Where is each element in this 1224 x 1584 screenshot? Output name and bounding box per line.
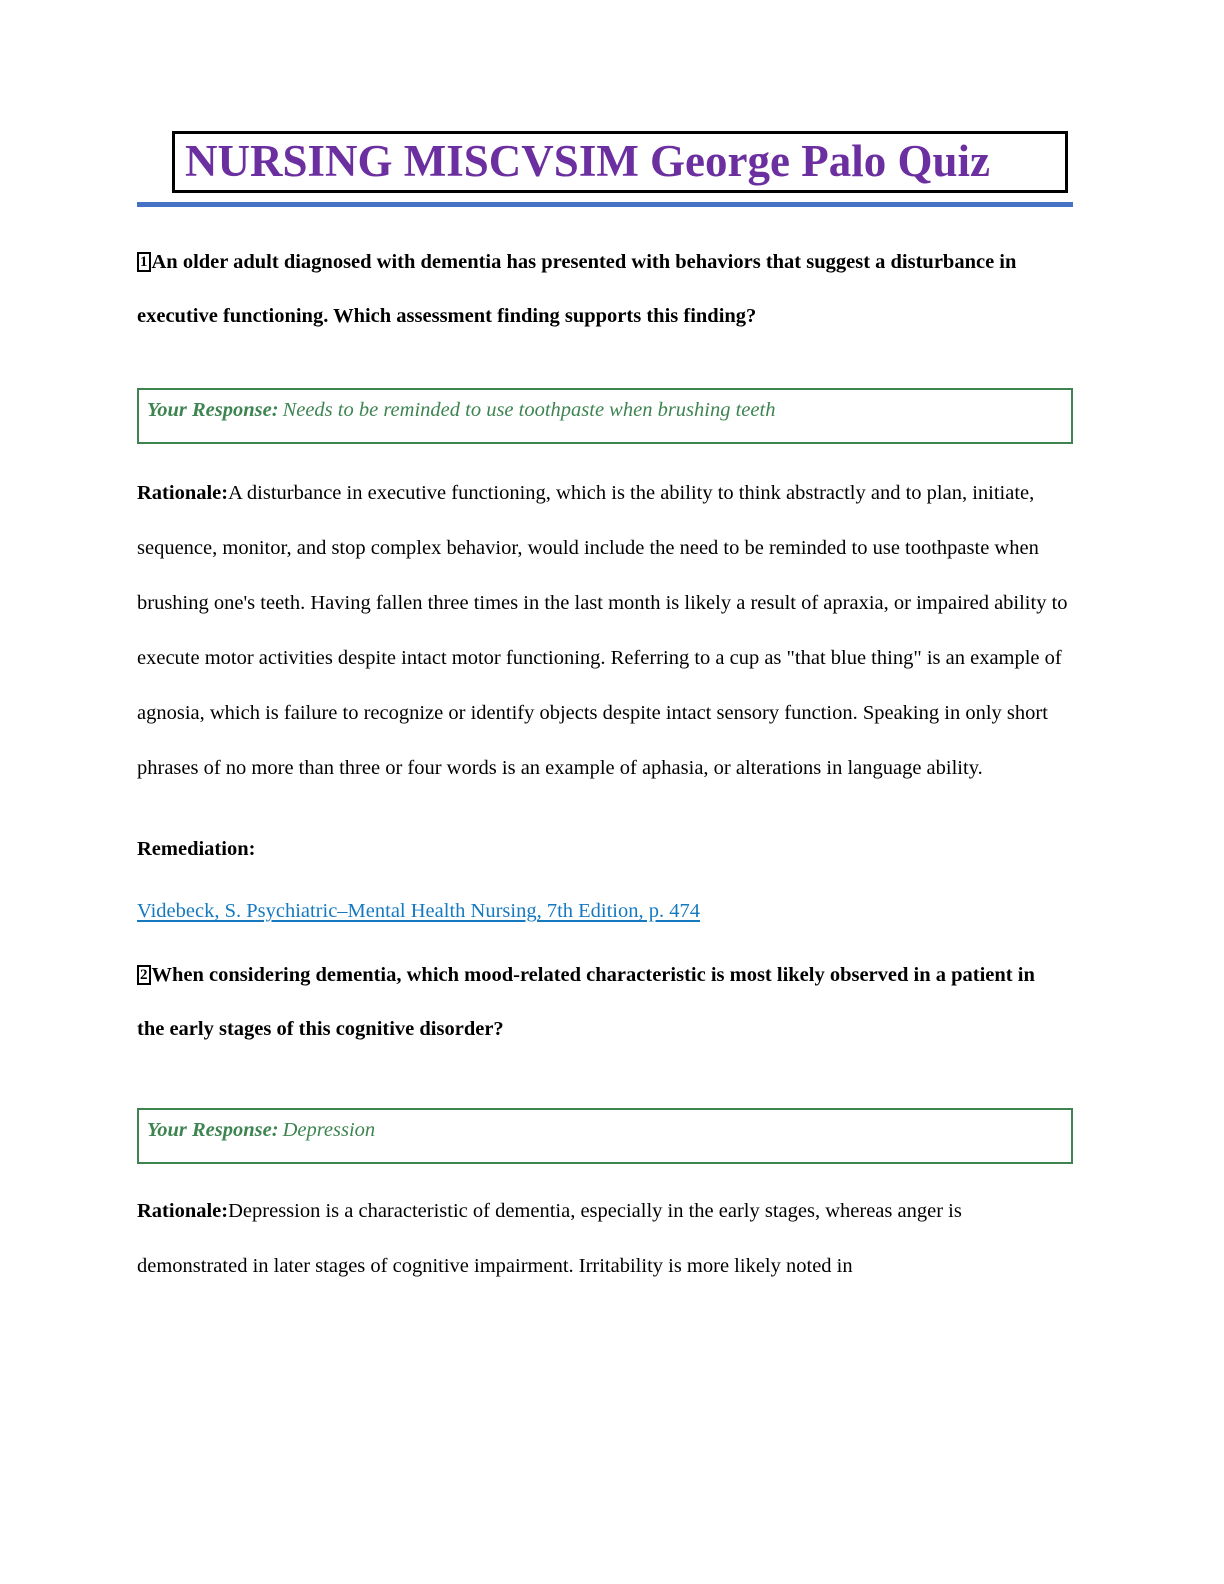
your-response-box-1[interactable]: Your Response: Needs to be reminded to u… <box>137 388 1073 444</box>
your-response-box-2[interactable]: Your Response: Depression <box>137 1108 1073 1164</box>
rationale-2: Rationale:Depression is a characteristic… <box>137 1184 1073 1294</box>
question-text-2: When considering dementia, which mood-re… <box>137 964 1035 1040</box>
rationale-text-2: Depression is a characteristic of dement… <box>137 1200 962 1277</box>
header-rule <box>137 202 1073 207</box>
question-number-box-2: 2 <box>137 965 151 985</box>
your-response-label-1: Your Response: <box>147 399 279 421</box>
rationale-text-1: A disturbance in executive functioning, … <box>137 482 1068 779</box>
your-response-value-2: Depression <box>282 1119 376 1141</box>
rationale-label-1: Rationale: <box>137 482 229 504</box>
document-header: NURSING MISCVSIM George Palo Quiz <box>137 0 1073 207</box>
question-number-box-1: 1 <box>137 252 151 272</box>
rationale-1: Rationale:A disturbance in executive fun… <box>137 466 1073 796</box>
your-response-value-1: Needs to be reminded to use toothpaste w… <box>282 399 776 421</box>
question-text-1: An older adult diagnosed with dementia h… <box>137 251 1017 327</box>
rationale-label-2: Rationale: <box>137 1200 229 1222</box>
page-title: NURSING MISCVSIM George Palo Quiz <box>185 136 990 186</box>
title-box: NURSING MISCVSIM George Palo Quiz <box>172 131 1068 193</box>
your-response-label-2: Your Response: <box>147 1119 279 1141</box>
remediation-label-1: Remediation: <box>137 838 256 860</box>
remediation-link-1[interactable]: Videbeck, S. Psychiatric–Mental Health N… <box>137 900 700 922</box>
